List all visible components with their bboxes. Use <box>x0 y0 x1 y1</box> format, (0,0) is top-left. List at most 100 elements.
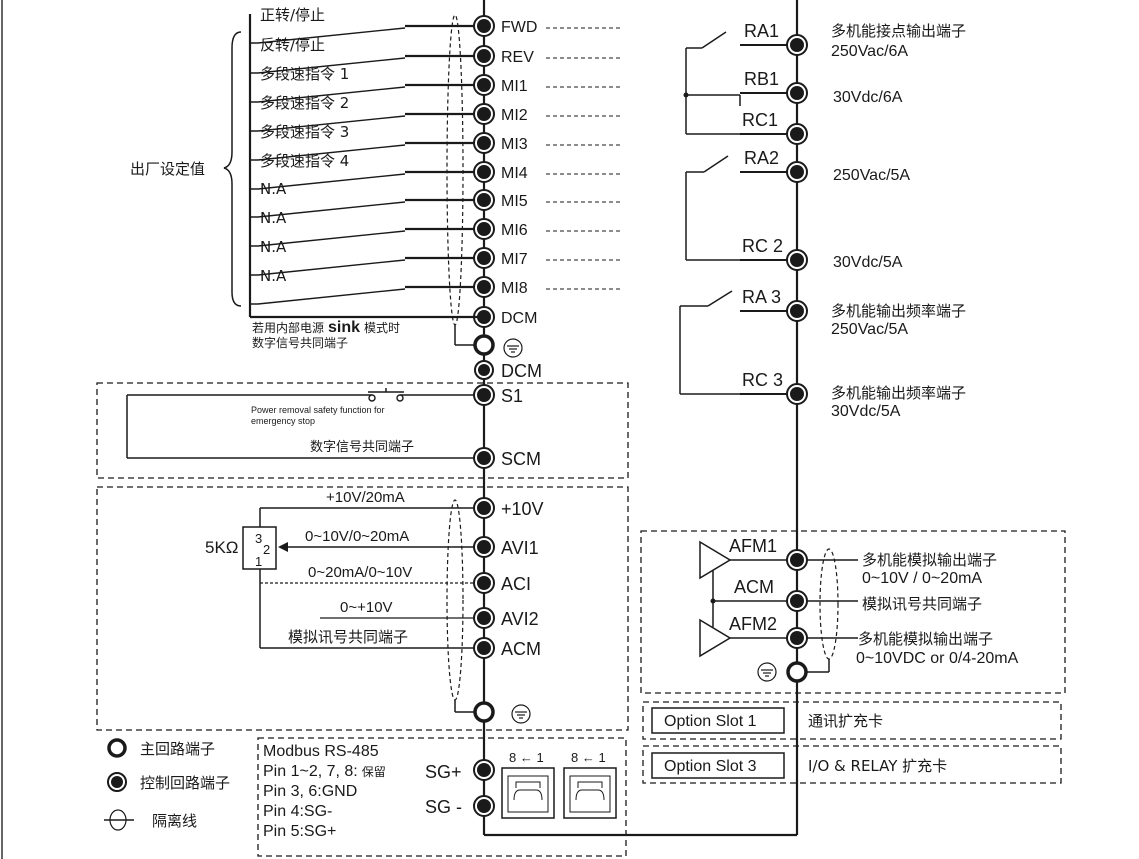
terminal-label-fwd: FWD <box>501 19 537 36</box>
terminal-acm-1 <box>790 594 804 608</box>
terminal-ra2 <box>790 165 804 179</box>
rj45-label-2: 8 ← 1 <box>571 750 606 765</box>
switch-label-3: 多段速指令 1 <box>260 65 349 83</box>
relay-note-ra1-b: 250Vac/6A <box>831 43 908 60</box>
terminal-mi7 <box>477 251 491 265</box>
legend-isolation: 隔离线 <box>152 812 197 830</box>
terminal-label-ra2: RA2 <box>744 148 779 168</box>
factory-label: 出厂设定值 <box>130 160 205 178</box>
terminal-fwd <box>477 19 491 33</box>
option-slot-1 <box>651 707 785 734</box>
safety-text-1: Power removal safety function for <box>251 405 385 415</box>
terminal-afm2-2 <box>790 631 804 645</box>
terminal-label-avi2: AVI2 <box>501 609 539 629</box>
afm-note-2: 0~10V / 0~20mA <box>862 570 982 587</box>
terminal-rc2 <box>790 253 804 267</box>
dcm2-label: DCM <box>501 361 542 381</box>
relay-note-rb1: 30Vdc/6A <box>833 89 903 106</box>
relay-note-rc2: 30Vdc/5A <box>833 254 903 271</box>
sg-minus-terminal <box>477 799 491 813</box>
terminal-label-afm1: AFM1 <box>729 536 777 556</box>
afm-box <box>640 530 1066 694</box>
modbus-pin-3: Pin 4:SG- <box>263 803 332 820</box>
terminal-label-afm2: AFM2 <box>729 614 777 634</box>
rj45-port-1 <box>501 767 555 819</box>
switch-label-6: 多段速指令 4 <box>260 152 349 170</box>
analog-note-3: 0~20mA/0~10V <box>308 564 412 581</box>
analog-note-1: +10V/20mA <box>326 489 405 506</box>
switch-label-8: N.A <box>260 209 287 227</box>
switch-label-9: N.A <box>260 238 287 256</box>
relay-note-rc3-b: 30Vdc/5A <box>831 403 901 420</box>
pot-pin-1: 1 <box>255 554 262 569</box>
terminal-label-mi4: MI4 <box>501 165 528 182</box>
rj45-port-2 <box>563 767 617 819</box>
pot-label: 5KΩ <box>205 538 239 557</box>
sg-plus-terminal <box>477 763 491 777</box>
terminal-label-ra3: RA 3 <box>742 287 781 307</box>
pot-pin-3: 3 <box>255 531 262 546</box>
terminal-label-mi6: MI6 <box>501 222 528 239</box>
terminal-mi1 <box>477 78 491 92</box>
terminal-label-rev: REV <box>501 49 534 66</box>
terminal-label-10v: +10V <box>501 499 544 519</box>
terminal-avi1 <box>477 540 491 554</box>
terminal-mi2 <box>477 107 491 121</box>
safety-box <box>96 382 629 479</box>
modbus-pin-2: Pin 3, 6:GND <box>263 783 357 800</box>
option-slot-3-label: Option Slot 3 <box>664 758 757 775</box>
main-terminal-icon <box>107 738 127 758</box>
isolation-line-icon <box>104 809 134 831</box>
ground-icon <box>503 338 523 358</box>
option-slot-1-desc: 通讯扩充卡 <box>808 712 883 730</box>
terminal-label-mi2: MI2 <box>501 107 528 124</box>
rj45-label-1: 8 ← 1 <box>509 750 544 765</box>
sg-minus-label: SG - <box>425 797 462 817</box>
afm2-amplifier <box>699 618 732 658</box>
legend-control: 控制回路端子 <box>140 774 230 792</box>
pot-pin-2: 2 <box>263 542 270 557</box>
legend-main: 主回路端子 <box>140 740 215 758</box>
dcm2-terminal <box>478 364 490 376</box>
afm-note-4: 多机能模拟输出端子 <box>858 630 993 648</box>
s1-label: S1 <box>501 386 523 406</box>
terminal-label-aci: ACI <box>501 574 531 594</box>
afm-note-3: 模拟讯号共同端子 <box>862 595 982 613</box>
terminal-label-mi3: MI3 <box>501 136 528 153</box>
afm-note-5: 0~10VDC or 0/4-20mA <box>856 650 1019 667</box>
terminal-mi8 <box>477 280 491 294</box>
terminal-label-mi5: MI5 <box>501 193 528 210</box>
afm1-amplifier <box>699 540 732 580</box>
ground-icon <box>511 704 531 724</box>
relay-note-ra3-b: 250Vac/5A <box>831 321 908 338</box>
terminal-label-acm: ACM <box>501 639 541 659</box>
terminal-mi3 <box>477 136 491 150</box>
switch-label-7: N.A <box>260 180 287 198</box>
terminal-mi5 <box>477 193 491 207</box>
main-terminal-dcm <box>473 334 495 356</box>
terminal-label-mi8: MI8 <box>501 280 528 297</box>
terminal-ra1 <box>790 38 804 52</box>
terminal-label-rc2: RC 2 <box>742 236 783 256</box>
relay-note-ra1-a: 多机能接点输出端子 <box>831 22 966 40</box>
terminal-rc1 <box>790 127 804 141</box>
switch-label-5: 多段速指令 3 <box>260 123 349 141</box>
terminal-aci <box>477 576 491 590</box>
switch-label-2: 反转/停止 <box>260 36 325 54</box>
terminal-acm <box>477 641 491 655</box>
switch-label-4: 多段速指令 2 <box>260 94 349 112</box>
s1-terminal <box>477 388 491 402</box>
option-slot-3 <box>651 752 785 779</box>
analog-group: +10V+10V/20mAAVI10~10V/0~20mAACI0~20mA/0… <box>288 489 544 659</box>
sg-plus-label: SG+ <box>425 762 462 782</box>
analog-box <box>96 486 629 731</box>
terminal-label-rc1: RC1 <box>742 110 778 130</box>
terminal-label-acm: ACM <box>734 577 774 597</box>
modbus-pin-4: Pin 5:SG+ <box>263 823 336 840</box>
switch-label-1: 正转/停止 <box>260 6 325 24</box>
terminal-rc3 <box>790 387 804 401</box>
terminal-avi2 <box>477 611 491 625</box>
